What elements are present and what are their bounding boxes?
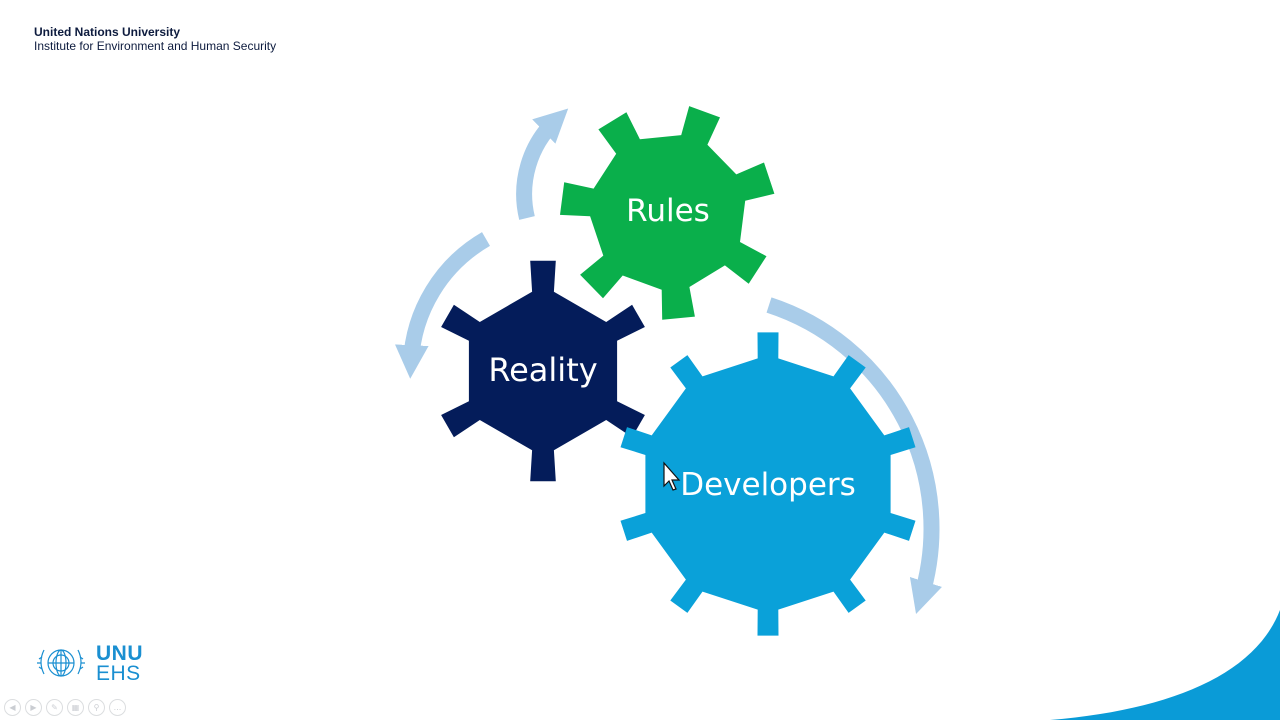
more-options-icon[interactable]: ... (109, 699, 126, 716)
gear-label-reality: Reality (488, 351, 597, 389)
gear-rules (560, 106, 775, 320)
corner-decoration (1050, 610, 1280, 720)
slides-grid-icon[interactable]: ▦ (67, 699, 84, 716)
zoom-icon[interactable]: ⚲ (88, 699, 105, 716)
logo-ehs-text: EHS (96, 662, 141, 685)
gear-developers (620, 332, 916, 636)
institute-name: Institute for Environment and Human Secu… (34, 39, 277, 53)
arrow-reality-to-rules (516, 108, 569, 220)
un-emblem-icon (37, 649, 85, 677)
next-slide-icon[interactable]: ▶ (25, 699, 42, 716)
gear-reality (441, 260, 645, 482)
arrow-developers-to-rules (766, 297, 943, 615)
organization-name: United Nations University (34, 25, 181, 39)
previous-slide-icon[interactable]: ◀ (4, 699, 21, 716)
gear-label-rules: Rules (626, 193, 710, 229)
slide-header: United Nations University Institute for … (34, 25, 276, 53)
unu-ehs-logo: UNU EHS (34, 642, 143, 686)
presentation-toolbar: ◀ ▶ ✎ ▦ ⚲ ... (4, 699, 126, 716)
pen-icon[interactable]: ✎ (46, 699, 63, 716)
arrow-rules-to-reality (395, 232, 491, 379)
gear-label-developers: Developers (680, 467, 856, 503)
logo-unu-text: UNU (96, 642, 143, 665)
mouse-cursor-icon (663, 461, 681, 491)
